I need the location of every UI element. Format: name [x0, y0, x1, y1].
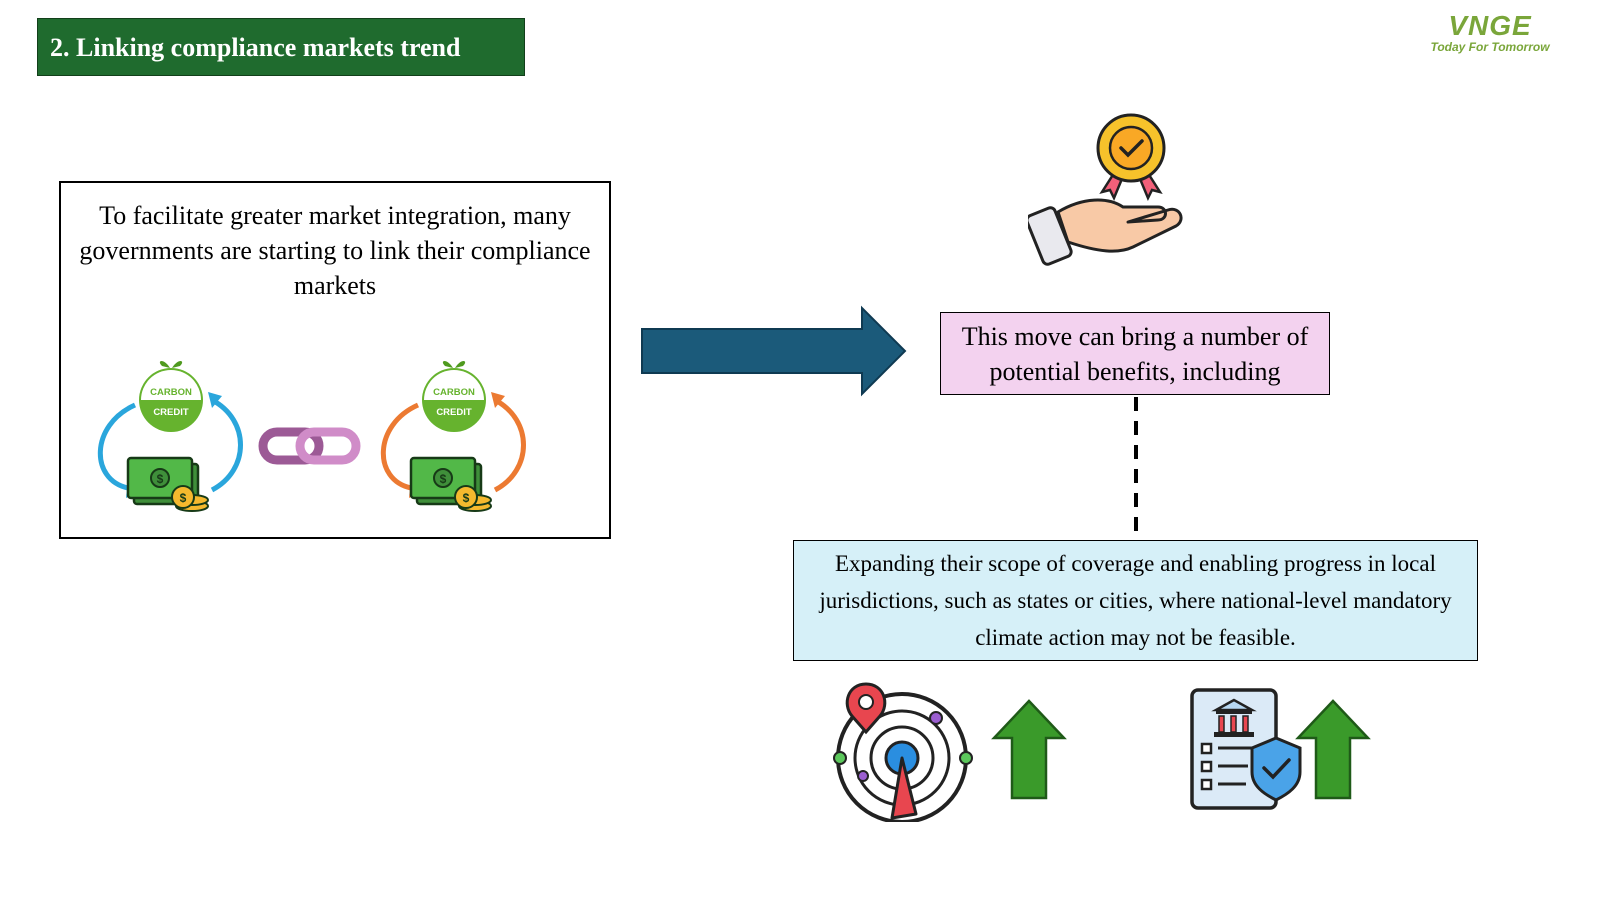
svg-text:$: $	[157, 472, 164, 486]
carbon-label: CARBON	[150, 387, 192, 398]
svg-text:$: $	[440, 472, 447, 486]
page-title: 2. Linking compliance markets trend	[37, 18, 525, 76]
expansion-box: Expanding their scope of coverage and en…	[793, 540, 1478, 661]
benefits-box: This move can bring a number of potentia…	[940, 312, 1330, 395]
carbon-label: CARBON	[433, 387, 475, 398]
brand-logo-text: VNGE	[1448, 10, 1532, 41]
radar-location-icon	[833, 682, 973, 822]
carbon-credit-icon: CARBON CREDIT	[422, 361, 486, 432]
brand-logo: VNGE Today For Tomorrow	[1420, 10, 1560, 54]
money-icon: $ $	[126, 456, 209, 512]
carbon-credit-icon: CARBON CREDIT	[139, 361, 203, 432]
chain-link-icon	[258, 427, 361, 465]
up-arrow-icon	[1295, 699, 1371, 800]
svg-text:$: $	[180, 491, 187, 505]
money-icon: $ $	[409, 456, 492, 512]
right-arrow-icon	[641, 305, 907, 397]
left-panel	[59, 181, 611, 539]
dashed-connector	[1134, 397, 1138, 539]
carbon-cycle-2: CARBON CREDIT $ $	[380, 361, 526, 512]
credit-label: CREDIT	[153, 407, 189, 418]
carbon-cycle-1: CARBON CREDIT $ $	[97, 361, 243, 512]
left-panel-text: To facilitate greater market integration…	[79, 201, 591, 300]
government-document-icon	[1190, 688, 1302, 810]
award-hand-icon	[1028, 113, 1183, 266]
svg-text:$: $	[463, 491, 470, 505]
linked-markets-illustration: CARBON CREDIT $ $ CARBON CREDI	[97, 361, 526, 512]
up-arrow-icon	[991, 699, 1067, 800]
brand-tagline: Today For Tomorrow	[1430, 40, 1550, 54]
credit-label: CREDIT	[436, 407, 472, 418]
